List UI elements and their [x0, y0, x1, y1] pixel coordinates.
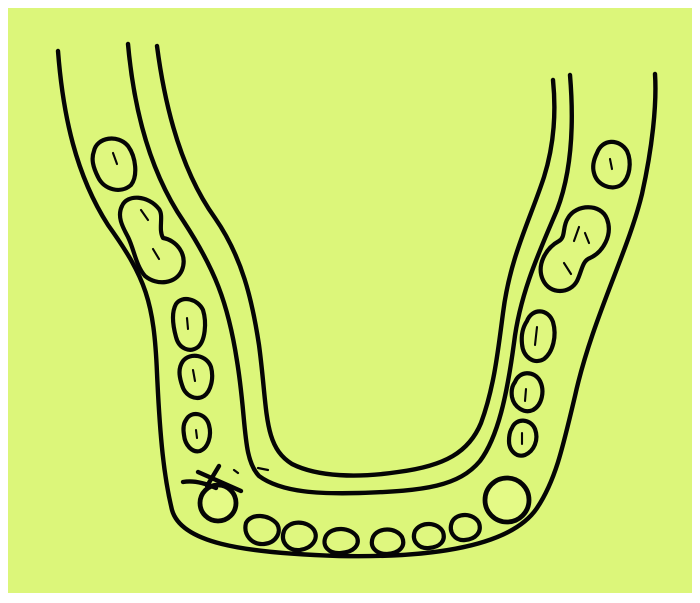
- incisor-5: [414, 524, 444, 548]
- left-implant-circle: [200, 485, 236, 521]
- left-canine-canal: [196, 430, 197, 438]
- left-premolar-1: [173, 299, 205, 350]
- green-background: [8, 8, 692, 593]
- right-implant-circle: [485, 478, 529, 522]
- incisor-3: [324, 529, 357, 553]
- right-premolar-2-canal: [525, 389, 526, 401]
- right-premolar-2: [512, 373, 543, 411]
- left-premolar-1-canal: [187, 318, 188, 329]
- left-premolar-2: [180, 356, 213, 398]
- incisor-1: [245, 516, 278, 544]
- incisor-6: [451, 515, 480, 540]
- left-molar-upper: [93, 139, 136, 190]
- incisor-4: [372, 530, 403, 555]
- right-premolar-1: [522, 311, 555, 361]
- incisor-2: [283, 523, 316, 550]
